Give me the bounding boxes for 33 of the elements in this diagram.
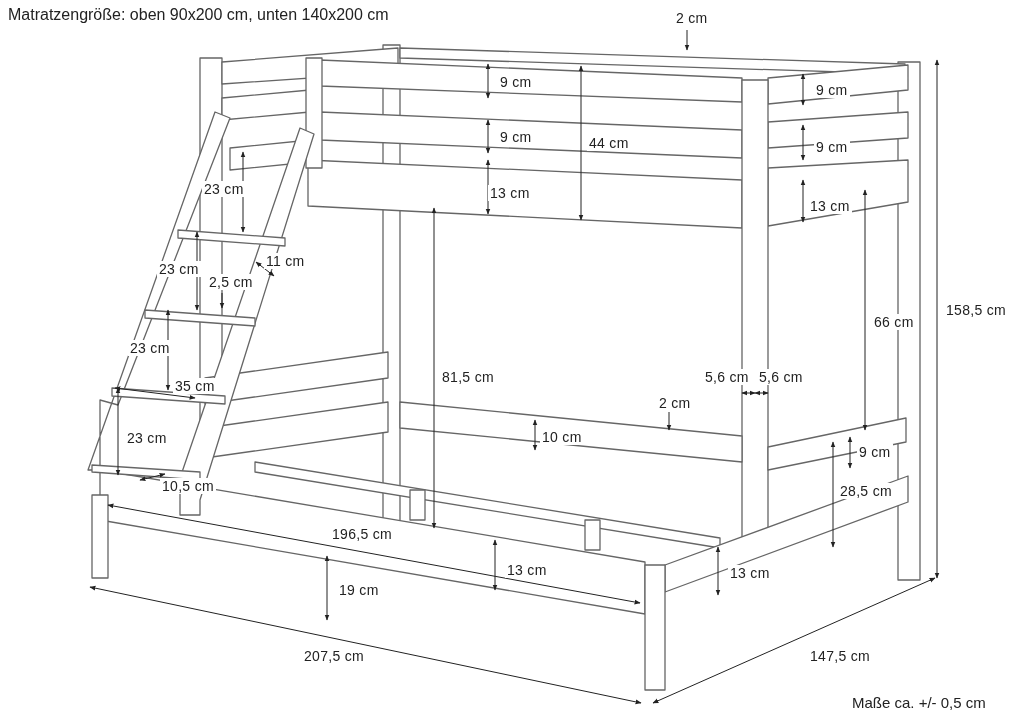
dimension-label: 66 cm [872,314,916,330]
dimension-label: 9 cm [498,74,534,90]
dimension-label: 11 cm [264,253,307,269]
dimension-label: 207,5 cm [302,648,366,664]
dimension-label: 23 cm [202,181,246,197]
dimension-label: 9 cm [498,129,534,145]
dimension-label: 23 cm [128,340,172,356]
dimension-label: 2 cm [674,10,710,26]
dimension-label: 9 cm [814,82,850,98]
dimension-label: 44 cm [587,135,631,151]
dimension-label: 35 cm [173,378,217,394]
dimension-label: 158,5 cm [944,302,1008,318]
dimension-label: 28,5 cm [838,483,894,499]
dimension-label: 147,5 cm [808,648,872,664]
dimension-label: 2,5 cm [207,274,255,290]
dimension-label: 196,5 cm [330,526,394,542]
dimension-label: 19 cm [337,582,381,598]
dimension-label: 5,6 cm [703,369,751,385]
dimension-label: 81,5 cm [440,369,496,385]
tolerance-note: Maße ca. +/- 0,5 cm [852,694,986,711]
dimension-label: 9 cm [814,139,850,155]
dimension-label: 13 cm [808,198,852,214]
dimension-label: 13 cm [728,565,772,581]
dimension-label: 10 cm [540,429,584,445]
dimension-label: 13 cm [505,562,549,578]
dimension-label: 23 cm [125,430,169,446]
dimension-label: 5,6 cm [757,369,805,385]
dimension-label: 10,5 cm [160,478,216,494]
dimension-label: 9 cm [857,444,893,460]
title: Matratzengröße: oben 90x200 cm, unten 140x200 cm [8,6,389,24]
dimension-label: 23 cm [157,261,201,277]
dimension-label: 2 cm [657,395,693,411]
dimension-label: 13 cm [488,185,532,201]
